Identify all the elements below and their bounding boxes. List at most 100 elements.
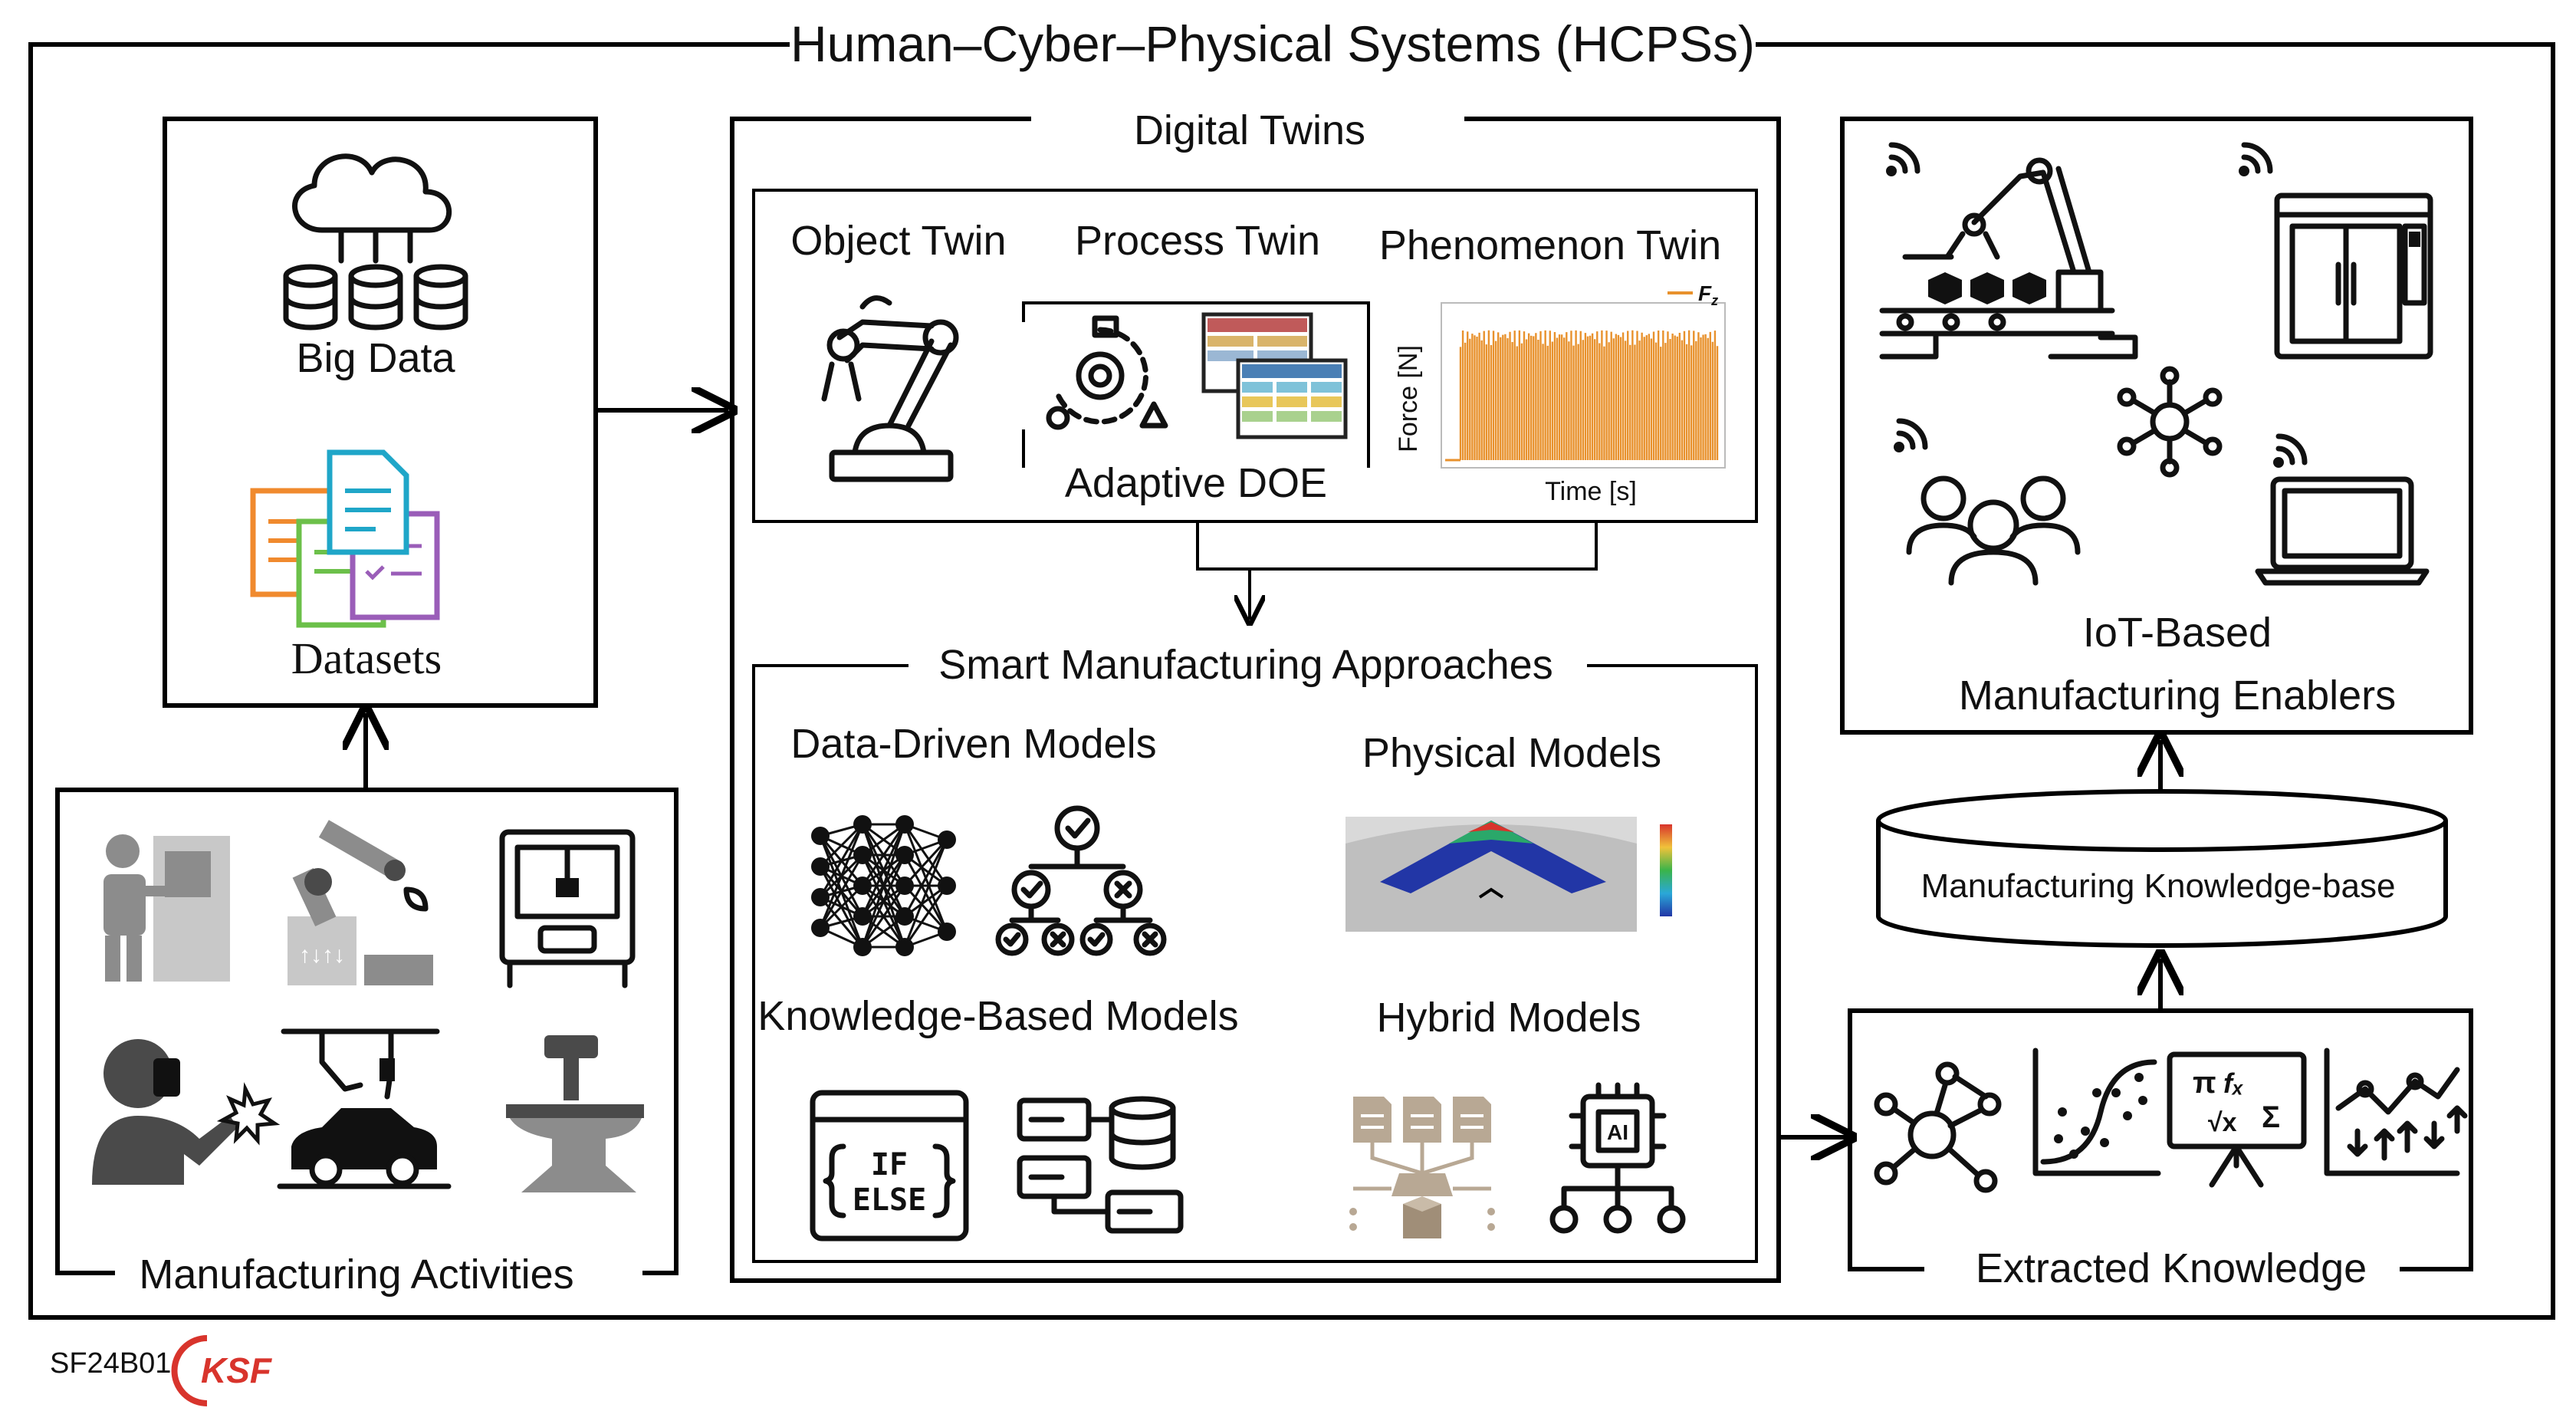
- wifi-icon: [1894, 418, 1928, 452]
- wifi-icon: [2239, 142, 2273, 176]
- robot-conveyor-icon: [1879, 157, 2138, 360]
- svg-text:↑↓↑↓: ↑↓↑↓: [299, 942, 345, 968]
- wifi-icon: [1886, 142, 1921, 176]
- nn-node: [853, 815, 872, 834]
- nn-edge: [819, 824, 864, 898]
- process-bracket: [1022, 301, 1370, 468]
- if-else-icon: IF ELSE: [810, 1090, 969, 1242]
- else-label: ELSE: [853, 1182, 926, 1218]
- data-driven-label: Data-Driven Models: [790, 721, 1156, 767]
- footer: SF24B01 KSF: [50, 1335, 273, 1406]
- if-label: IF: [871, 1147, 908, 1182]
- smart-manufacturing-label: Smart Manufacturing Approaches: [938, 642, 1552, 688]
- graph-network-icon: [1874, 1061, 2002, 1193]
- nn-edge: [819, 823, 864, 868]
- formula-pi: π: [2193, 1066, 2216, 1100]
- worker-machine-icon: [104, 834, 230, 982]
- robot-arm-icon: ↑↓↑↓: [288, 820, 433, 985]
- force-plot-legend: Fz: [1698, 281, 1718, 308]
- hybrid-documents-box-icon: [1349, 1097, 1495, 1238]
- database-flow-icon: [1017, 1096, 1184, 1234]
- nn-node: [811, 919, 830, 937]
- nn-edge: [819, 854, 864, 929]
- physical-models-label: Physical Models: [1362, 730, 1661, 776]
- big-data-box: Big Data Datasets: [163, 117, 598, 708]
- cnc-machine-icon: [499, 829, 636, 988]
- formula-board-icon: π fₓ √x Σ: [2167, 1051, 2307, 1188]
- nn-node: [853, 907, 872, 926]
- nn-edge: [819, 824, 864, 929]
- ai-label: AI: [1607, 1120, 1628, 1144]
- laptop-icon: [2255, 476, 2430, 586]
- nn-edge: [861, 885, 906, 948]
- nn-edge: [861, 854, 906, 948]
- nn-edge: [861, 824, 906, 948]
- ksf-logo-text: KSF: [201, 1350, 273, 1390]
- users-group-icon: [1906, 475, 2081, 586]
- twins-inner-box: Object Twin Process Twin Phenomenon Twin: [752, 189, 1758, 523]
- object-twin-label: Object Twin: [790, 218, 1006, 264]
- formula-fx: fₓ: [2223, 1067, 2243, 1099]
- nn-node: [938, 877, 956, 895]
- gear-cycle-icon: [1046, 315, 1168, 430]
- spreadsheet-icon: [1201, 312, 1348, 439]
- smart-manufacturing-box: Smart Manufacturing Approaches Data-Driv…: [752, 642, 1758, 1263]
- manufacturing-activities-box: Manufacturing Activities ↑↓↑↓: [55, 788, 678, 1298]
- hybrid-models-label: Hybrid Models: [1376, 995, 1641, 1041]
- nn-edge: [903, 824, 948, 886]
- extracted-knowledge-label: Extracted Knowledge: [1976, 1245, 2367, 1291]
- anvil-forge-icon: [506, 1035, 644, 1192]
- nn-edge: [903, 884, 948, 933]
- ksf-logo: KSF: [171, 1335, 273, 1406]
- nn-edge: [861, 824, 906, 886]
- knowledge-base-label: Manufacturing Knowledge-base: [1921, 867, 2396, 905]
- big-data-label: Big Data: [296, 335, 455, 381]
- neural-network-icon: [811, 815, 956, 956]
- hcps-title: Human–Cyber–Physical Systems (HCPSs): [790, 15, 1755, 72]
- process-twin-label: Process Twin: [1075, 218, 1320, 264]
- adaptive-doe-label: Adaptive DOE: [1065, 460, 1327, 506]
- digital-twins-box: Digital Twins: [730, 107, 1781, 1283]
- nn-node: [853, 846, 872, 864]
- welder-icon: [92, 1039, 281, 1185]
- scatter-plot-icon: [2032, 1048, 2161, 1176]
- hcps-frame: Human–Cyber–Physical Systems (HCPSs): [28, 15, 2555, 1320]
- car-assembly-icon: [277, 1028, 452, 1189]
- force-plot-xlabel: Time [s]: [1545, 477, 1637, 506]
- wifi-icon: [2273, 433, 2308, 468]
- nn-edge: [903, 885, 948, 948]
- knowledge-base-cylinder: Manufacturing Knowledge-base: [1876, 789, 2448, 948]
- robot-arm-outline-icon: [821, 295, 959, 482]
- nn-node: [895, 877, 914, 895]
- iot-enablers-line1: IoT-Based: [2083, 610, 2272, 656]
- nn-node: [938, 923, 956, 941]
- fea-simulation-image: [1346, 817, 1672, 932]
- nn-edge: [819, 884, 864, 929]
- nn-node: [938, 830, 956, 849]
- digital-twins-label: Digital Twins: [1134, 107, 1365, 153]
- footer-code: SF24B01: [50, 1347, 171, 1380]
- nn-node: [895, 815, 914, 834]
- iot-enablers-line2: Manufacturing Enablers: [1959, 673, 2396, 719]
- nn-node: [811, 827, 830, 845]
- cnc-cabinet-icon: [2274, 192, 2433, 360]
- network-hub-icon: [2117, 366, 2223, 478]
- nn-node: [895, 907, 914, 926]
- nn-edge: [903, 838, 948, 887]
- nn-edge: [861, 824, 906, 917]
- extracted-knowledge-box: Extracted Knowledge π: [1848, 1008, 2473, 1291]
- nn-edge: [903, 839, 948, 948]
- manufacturing-activities-label: Manufacturing Activities: [139, 1251, 573, 1298]
- cloud-database-icon: [283, 153, 468, 331]
- nn-node: [853, 877, 872, 895]
- decision-tree-icon: [995, 805, 1167, 956]
- force-plot-signal: [1445, 330, 1719, 462]
- documents-icon: [250, 449, 440, 628]
- iot-enablers-box: IoT-Based Manufacturing Enablers: [1840, 117, 2473, 735]
- nn-edge: [903, 839, 948, 917]
- force-plot: Force [N] Time [s] Fz: [1394, 281, 1726, 506]
- formula-sigma: Σ: [2262, 1100, 2280, 1134]
- phenomenon-twin-label: Phenomenon Twin: [1379, 222, 1721, 268]
